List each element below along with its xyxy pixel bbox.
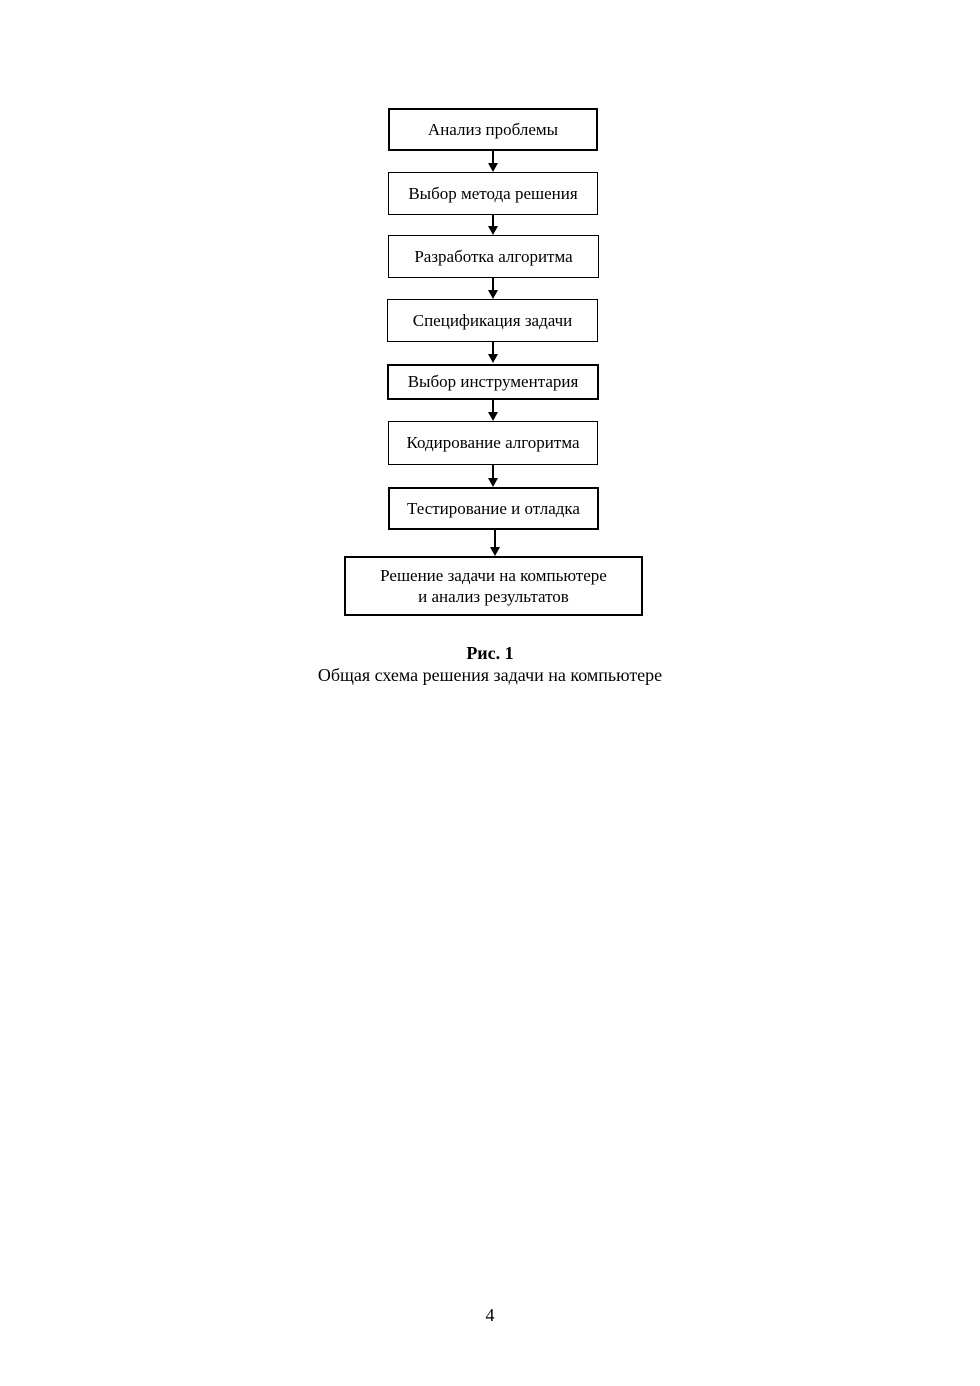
figure-caption-title: Рис. 1 bbox=[466, 643, 514, 663]
arrow-head bbox=[488, 290, 498, 299]
arrow-head bbox=[488, 163, 498, 172]
flow-step-method-choice: Выбор метода решения bbox=[388, 172, 598, 215]
arrow-shaft bbox=[492, 151, 494, 163]
arrow-shaft bbox=[492, 465, 494, 478]
down-arrow-icon bbox=[487, 215, 499, 235]
flow-step-label: Анализ проблемы bbox=[427, 119, 559, 139]
arrow-shaft bbox=[494, 530, 496, 547]
arrow-head bbox=[488, 354, 498, 363]
flow-step-label: Решение задачи на компьютере и анализ ре… bbox=[380, 565, 607, 606]
down-arrow-icon bbox=[487, 465, 499, 487]
arrow-shaft bbox=[492, 278, 494, 290]
arrow-head bbox=[488, 478, 498, 487]
flow-step-algorithm-coding: Кодирование алгоритма bbox=[388, 421, 598, 465]
flow-step-label: Разработка алгоритма bbox=[414, 246, 573, 266]
page-number: 4 bbox=[485, 1305, 495, 1325]
down-arrow-icon bbox=[487, 151, 499, 172]
flow-step-algorithm-development: Разработка алгоритма bbox=[388, 235, 599, 278]
flow-step-testing-debugging: Тестирование и отладка bbox=[388, 487, 599, 530]
arrow-head bbox=[488, 226, 498, 235]
down-arrow-icon bbox=[487, 400, 499, 421]
flow-step-tool-choice: Выбор инструментария bbox=[387, 364, 599, 400]
figure-caption-subtitle: Общая схема решения задачи на компьютере bbox=[317, 665, 663, 685]
arrow-head bbox=[490, 547, 500, 556]
flow-step-task-specification: Спецификация задачи bbox=[387, 299, 598, 342]
flow-step-label: Выбор метода решения bbox=[408, 183, 578, 203]
arrow-shaft bbox=[492, 215, 494, 226]
arrow-head bbox=[488, 412, 498, 421]
down-arrow-icon bbox=[487, 342, 499, 363]
flow-step-label: Кодирование алгоритма bbox=[406, 433, 580, 453]
flow-step-label: Спецификация задачи bbox=[412, 310, 573, 330]
down-arrow-icon bbox=[487, 278, 499, 299]
flow-step-label: Тестирование и отладка bbox=[407, 498, 580, 518]
flow-step-solution-and-analysis: Решение задачи на компьютере и анализ ре… bbox=[344, 556, 643, 616]
flow-step-analysis: Анализ проблемы bbox=[388, 108, 598, 151]
arrow-shaft bbox=[492, 400, 494, 412]
flow-step-label: Выбор инструментария bbox=[407, 372, 579, 392]
down-arrow-icon bbox=[489, 530, 501, 556]
arrow-shaft bbox=[492, 342, 494, 354]
